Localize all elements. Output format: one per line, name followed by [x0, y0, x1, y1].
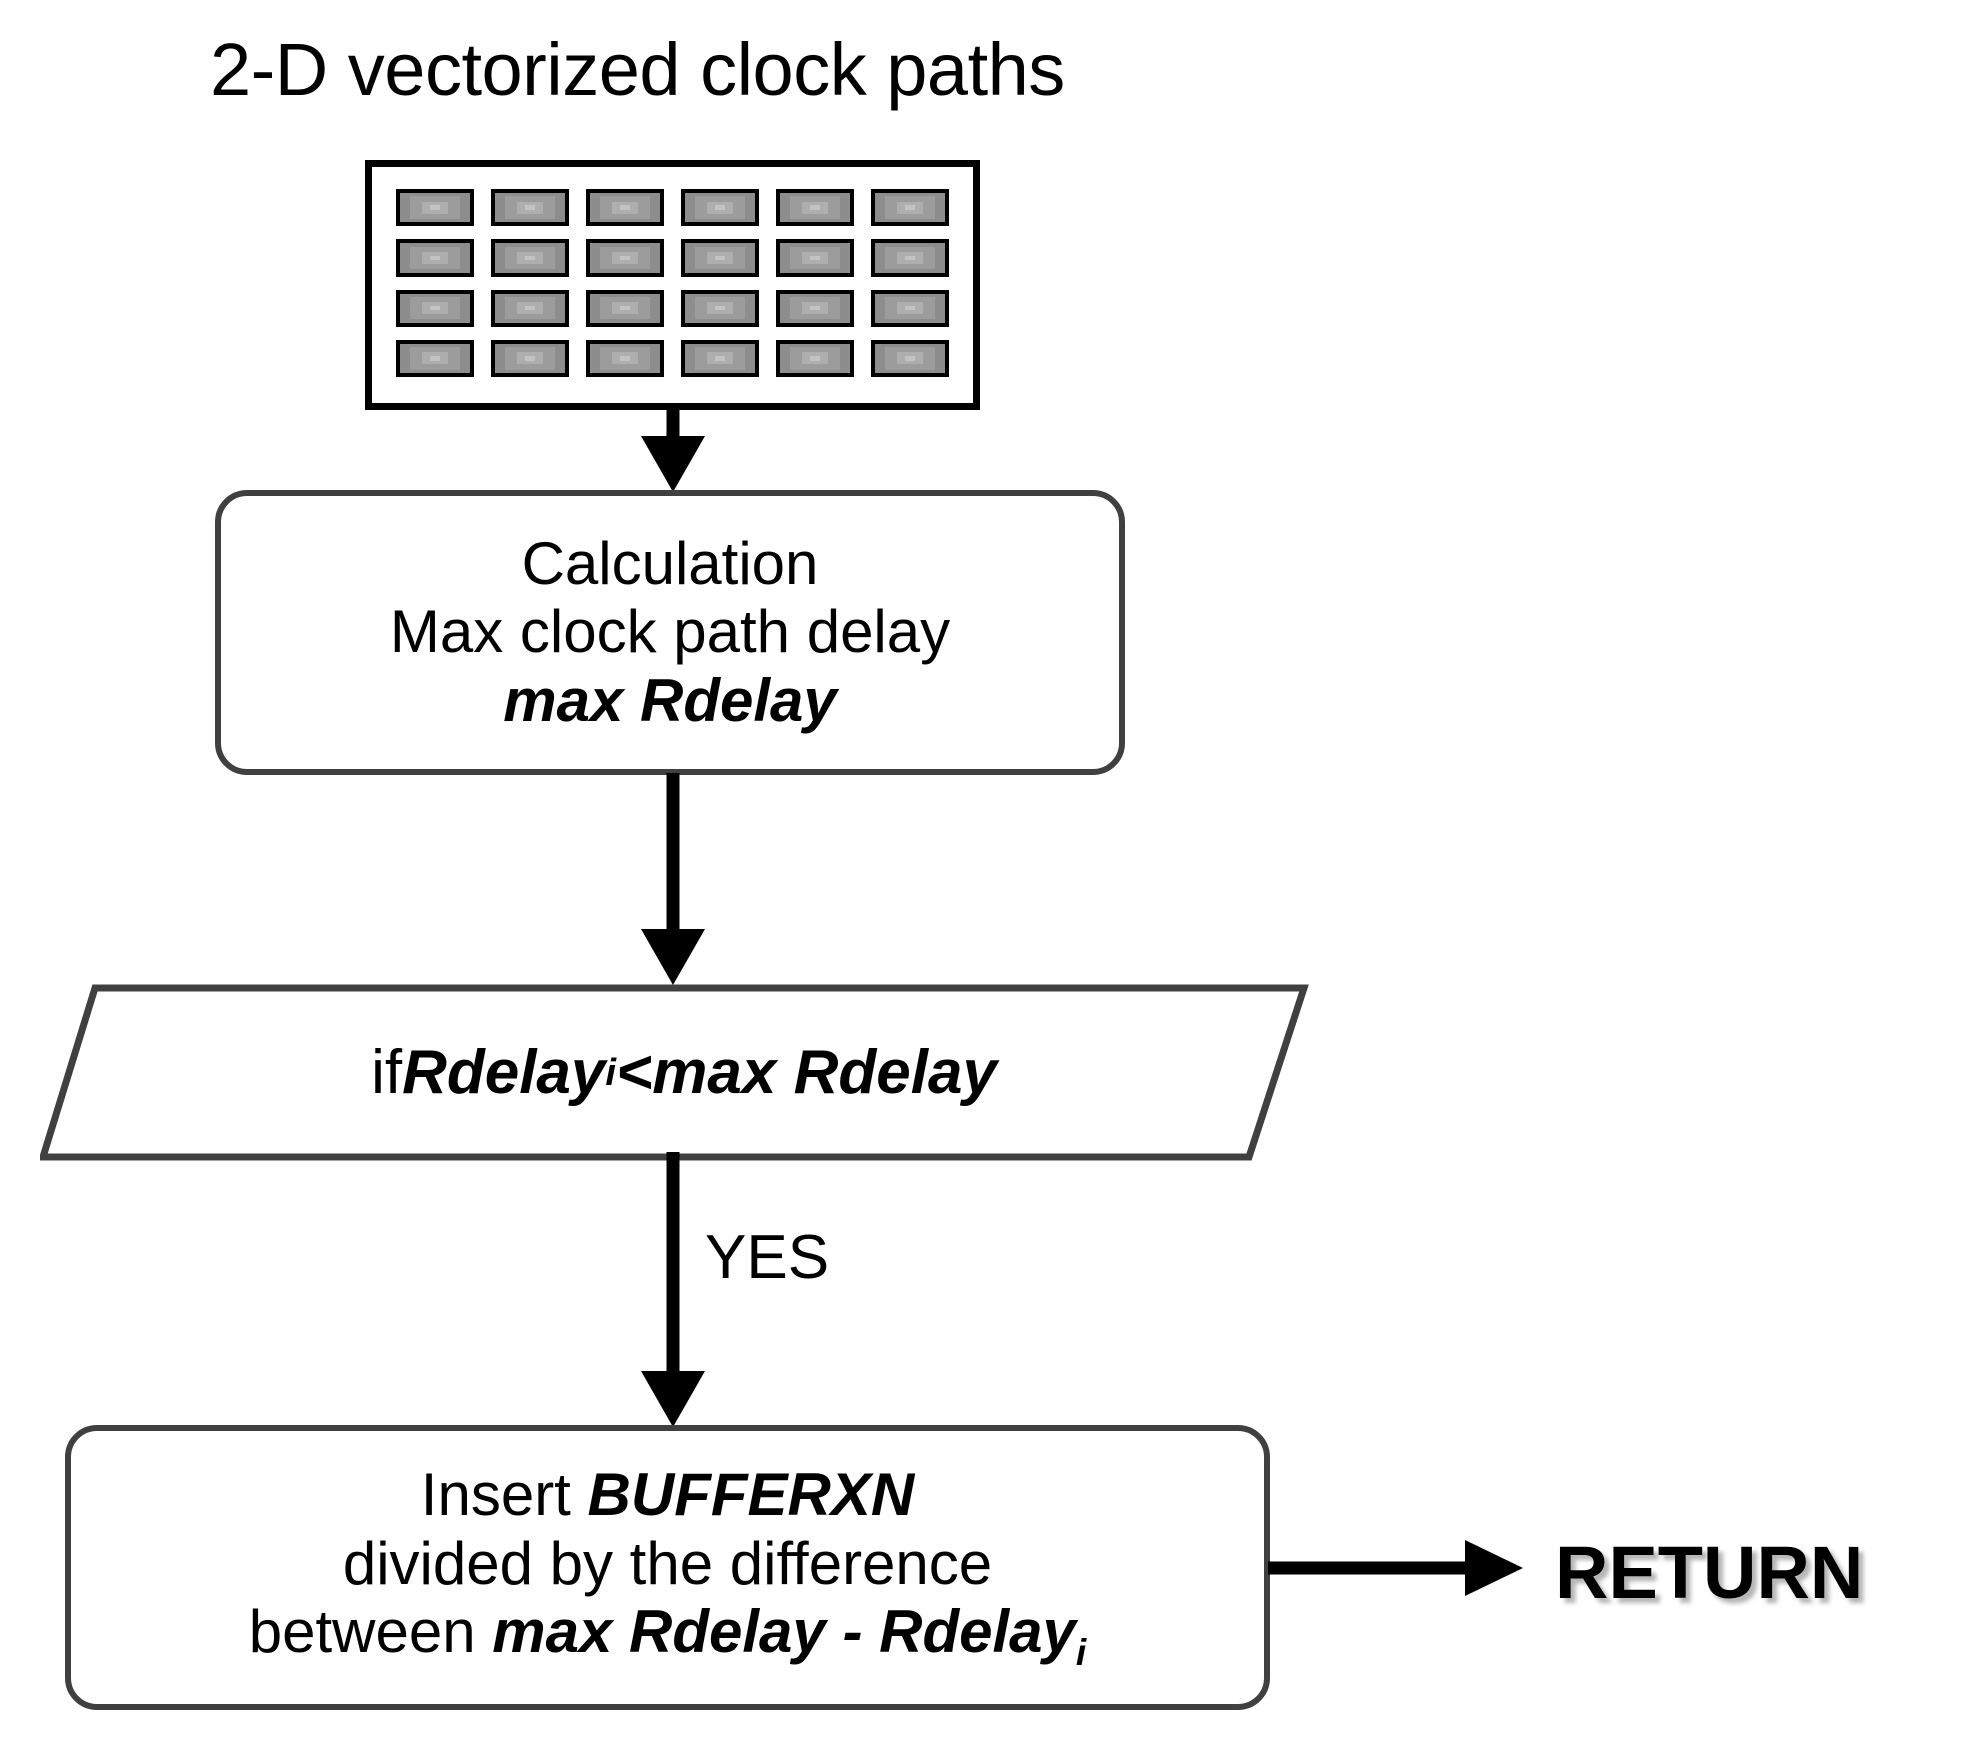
array-cell [681, 239, 759, 277]
array-cell [871, 339, 949, 377]
array-cell [586, 289, 664, 327]
array-cell [776, 289, 854, 327]
array-cell [396, 189, 474, 227]
arrow-stem [1268, 1561, 1468, 1575]
arrow-head-icon [641, 1371, 705, 1427]
decision-operator: < [616, 1038, 653, 1107]
arrow-array-to-calculation [641, 408, 705, 492]
calculation-box: Calculation Max clock path delay max Rde… [215, 490, 1125, 775]
insert-line-1-prefix: Insert [420, 1461, 588, 1529]
arrow-decision-to-insert [641, 1152, 705, 1427]
arrow-stem [666, 408, 680, 438]
array-cell [491, 339, 569, 377]
calculation-line-3: max Rdelay [503, 666, 837, 734]
decision-operand-left-subscript: i [605, 1050, 617, 1094]
array-cell [681, 189, 759, 227]
array-cell [776, 189, 854, 227]
array-cell [396, 239, 474, 277]
insert-buffer-box: Insert BUFFERXN divided by the differenc… [65, 1425, 1270, 1710]
array-cell [586, 239, 664, 277]
insert-line-3-subscript: i [1075, 1631, 1087, 1674]
insert-line-1: Insert BUFFERXN [421, 1461, 914, 1529]
decision-operand-right: max Rdelay [652, 1038, 997, 1107]
insert-line-3-emphasis: max Rdelay - Rdelay [492, 1598, 1076, 1666]
decision-parallelogram [40, 980, 1310, 1165]
array-cell [871, 189, 949, 227]
array-cell [586, 339, 664, 377]
array-cell [776, 239, 854, 277]
insert-line-3: between max Rdelay - Rdelayi [249, 1598, 1086, 1673]
arrow-calculation-to-decision [641, 773, 705, 985]
arrow-head-icon [641, 929, 705, 985]
array-cell [491, 239, 569, 277]
page-title: 2-D vectorized clock paths [210, 28, 1065, 111]
array-cell [776, 339, 854, 377]
arrow-stem [666, 773, 680, 931]
insert-line-1-emphasis: BUFFERXN [587, 1461, 915, 1529]
array-cell [396, 289, 474, 327]
clock-path-array-grid [372, 167, 973, 403]
branch-label-yes: YES [705, 1223, 830, 1292]
decision-prefix: if [371, 1038, 403, 1107]
arrow-insert-to-return [1268, 1540, 1523, 1596]
arrow-stem [666, 1152, 680, 1373]
arrow-head-icon [641, 436, 705, 492]
array-cell [491, 189, 569, 227]
calculation-line-2: Max clock path delay [389, 598, 951, 666]
return-label: RETURN [1555, 1531, 1864, 1614]
calculation-line-1: Calculation [521, 529, 819, 597]
clock-path-array-block [365, 160, 980, 410]
insert-line-2: divided by the difference [342, 1529, 993, 1597]
array-cell [681, 339, 759, 377]
array-cell [681, 289, 759, 327]
arrow-head-icon [1465, 1540, 1523, 1596]
array-cell [871, 289, 949, 327]
array-cell [871, 239, 949, 277]
array-cell [491, 289, 569, 327]
decision-operand-left: Rdelay [402, 1038, 606, 1107]
array-cell [396, 339, 474, 377]
insert-line-3-prefix: between [248, 1598, 493, 1666]
array-cell [586, 189, 664, 227]
